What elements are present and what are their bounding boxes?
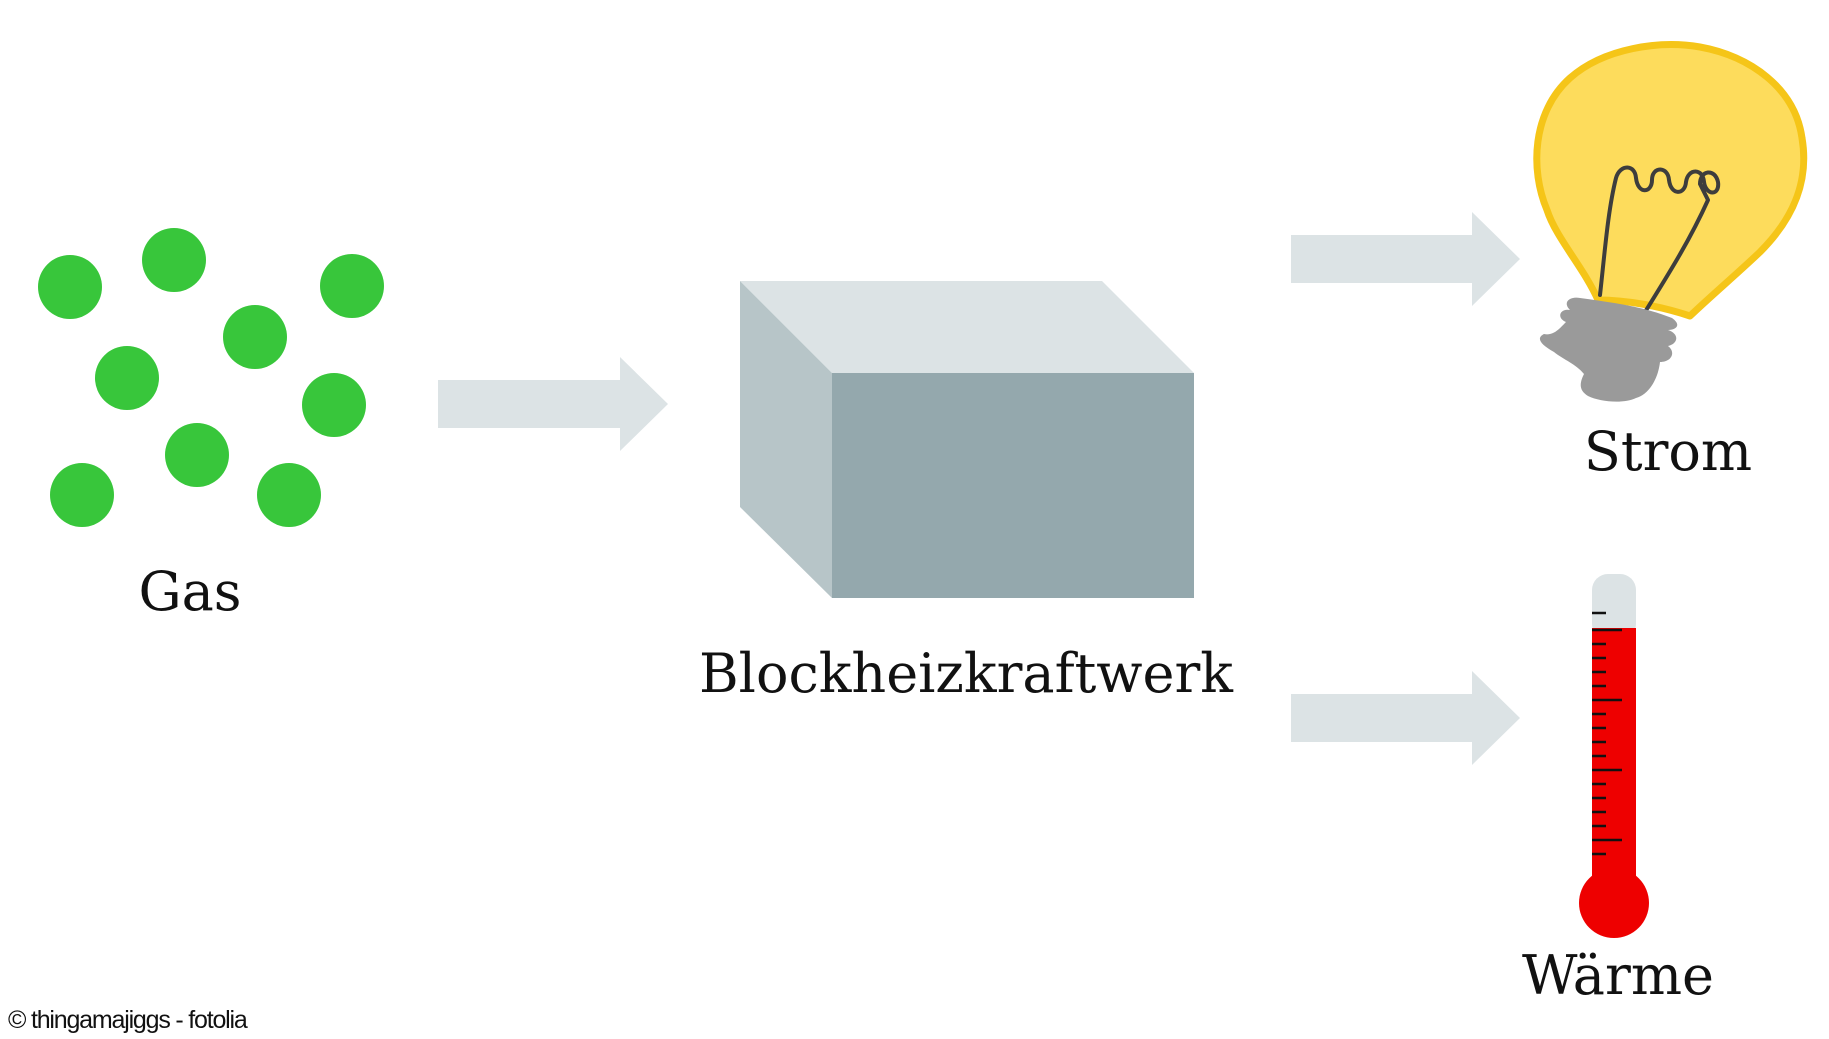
gas-particle: [320, 254, 384, 318]
gas-particle: [165, 423, 229, 487]
power-label: Strom: [1584, 420, 1752, 483]
thermometer-bulb: [1579, 868, 1649, 938]
gas-particles-icon: [38, 228, 384, 527]
chp-block-icon: [740, 281, 1194, 598]
block-side-face: [740, 281, 832, 598]
gas-label: Gas: [138, 560, 241, 623]
bulb-filament: [1598, 165, 1721, 314]
gas-particle: [50, 463, 114, 527]
light-bulb-icon: [1533, 41, 1808, 402]
thermometer-tube-empty: [1592, 574, 1636, 640]
block-front-face: [832, 373, 1194, 598]
gas-particle: [257, 463, 321, 527]
block-top-face: [740, 281, 1194, 373]
thermometer-liquid-column: [1592, 628, 1636, 900]
heat-label: Wärme: [1522, 944, 1714, 1007]
gas-particle: [38, 255, 102, 319]
thermometer-scale: [1592, 611, 1622, 856]
gas-particle: [95, 346, 159, 410]
arrow-to-power-icon: [1291, 212, 1520, 306]
arrow-to-heat-icon: [1291, 671, 1520, 765]
plant-label: Blockheizkraftwerk: [699, 642, 1234, 705]
gas-particle: [302, 373, 366, 437]
gas-particle: [223, 305, 287, 369]
arrow-to-plant-icon: [438, 357, 668, 451]
image-credit: © thingamajiggs - fotolia: [8, 1006, 248, 1034]
gas-particle: [142, 228, 206, 292]
thermometer-icon: [1579, 574, 1649, 938]
bulb-base: [1539, 297, 1678, 402]
